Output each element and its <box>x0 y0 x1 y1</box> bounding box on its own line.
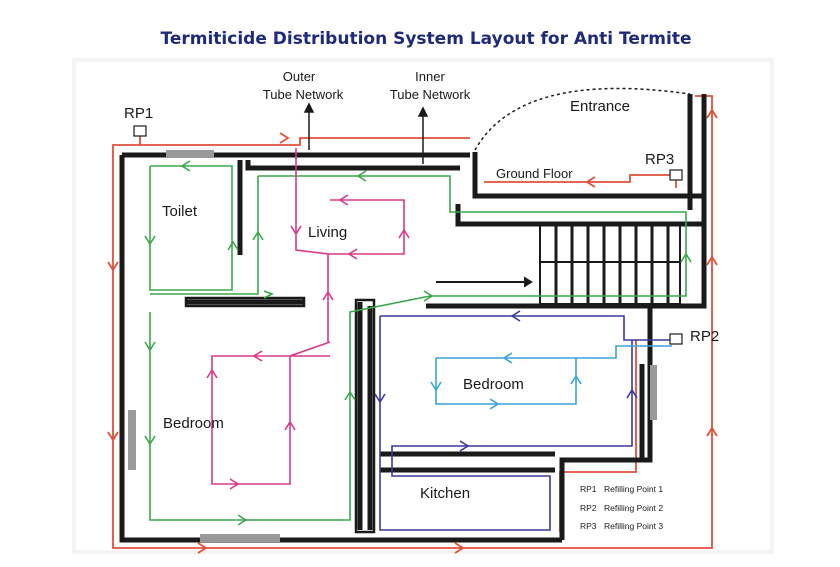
navy-tube-network <box>374 310 676 531</box>
rp2-box <box>669 333 683 345</box>
rp3-box <box>669 169 683 181</box>
legend-text: Refilling Point 3 <box>604 521 663 531</box>
outer-tube-pointer-icon <box>303 102 315 113</box>
cyan-tube-network <box>430 345 672 410</box>
legend-code: RP1 <box>580 484 597 494</box>
legend-text: Refilling Point 2 <box>604 503 663 513</box>
entrance-label: Entrance <box>570 98 630 115</box>
inner-tube-pointer-icon <box>417 106 429 117</box>
pink-tube-network <box>206 148 410 490</box>
arrow-down-icon <box>107 261 119 272</box>
legend: RP1 Refilling Point 1 RP2 Refilling Poin… <box>580 484 663 531</box>
arrow-right-icon <box>197 542 208 554</box>
diagram-title: Termiticide Distribution System Layout f… <box>161 29 692 49</box>
legend-text: Refilling Point 1 <box>604 484 663 494</box>
entrance-door-arc <box>474 87 691 151</box>
window-marks <box>128 150 657 542</box>
legend-code: RP3 <box>580 521 597 531</box>
rp1-label: RP1 <box>124 105 153 122</box>
arrow-left-icon <box>585 176 596 188</box>
room-label-living: Living <box>308 224 347 241</box>
inner-tube-label-line2: Tube Network <box>390 87 471 102</box>
arrow-right-icon <box>454 542 465 554</box>
room-label-kitchen: Kitchen <box>420 485 470 502</box>
outer-tube-label-line1: Outer <box>283 69 316 84</box>
arrow-right-icon <box>523 276 533 288</box>
arrow-up-icon <box>706 255 718 266</box>
room-label-toilet: Toilet <box>162 203 198 220</box>
rp3-label: RP3 <box>645 151 674 168</box>
room-label-bedroom-right: Bedroom <box>463 376 524 393</box>
inner-tube-label-line1: Inner <box>415 69 445 84</box>
legend-code: RP2 <box>580 503 597 513</box>
rp2-label: RP2 <box>690 328 719 345</box>
green-tube-network <box>144 160 692 526</box>
arrow-up-icon <box>706 108 718 119</box>
arrow-down-icon <box>107 431 119 442</box>
room-label-bedroom-left: Bedroom <box>163 415 224 432</box>
rp1-box <box>133 125 147 137</box>
arrow-right-icon <box>279 132 290 144</box>
outer-tube-label-line2: Tube Network <box>263 87 344 102</box>
ground-floor-label: Ground Floor <box>496 166 573 181</box>
staircase <box>436 223 681 305</box>
arrow-up-icon <box>706 426 718 437</box>
